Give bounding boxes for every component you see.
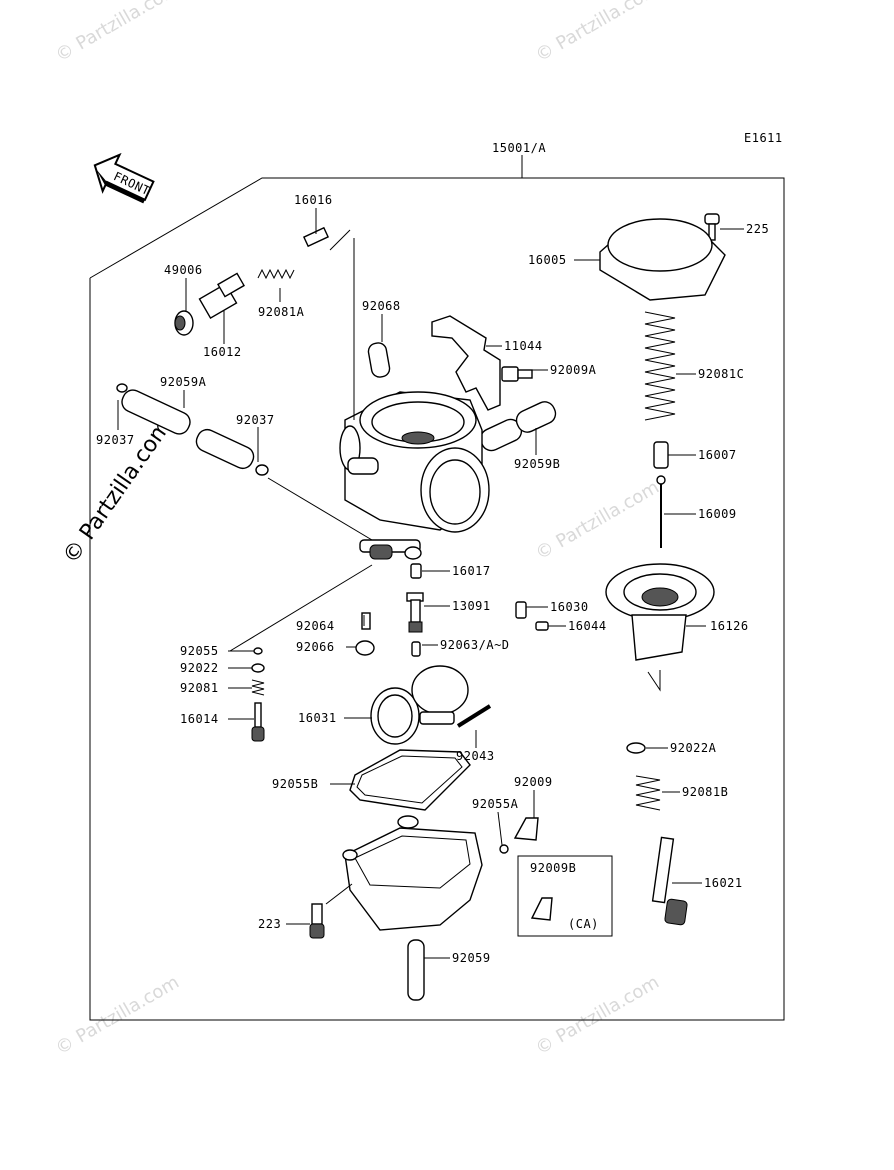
part-label: 92022 xyxy=(180,661,219,675)
part-label: 92059 xyxy=(452,951,491,965)
part-label: 92037 xyxy=(236,413,275,427)
watermark-tile: © Partzilla.com xyxy=(532,477,663,565)
kit-box: 92009B (CA) xyxy=(517,855,613,937)
part-label: 16030 xyxy=(550,600,589,614)
part-label: 92043 xyxy=(456,749,495,763)
kit-box-variant: (CA) xyxy=(568,917,599,931)
part-label: 92009A xyxy=(550,363,597,377)
figure-code: E1611 xyxy=(744,131,783,145)
part-label: 92081C xyxy=(698,367,744,381)
watermark-tile: © Partzilla.com xyxy=(532,972,663,1060)
part-label: 92022A xyxy=(670,741,717,755)
part-label: 11044 xyxy=(504,339,543,353)
part-label: 16017 xyxy=(452,564,491,578)
part-label: 16016 xyxy=(294,193,333,207)
part-label: 92068 xyxy=(362,299,401,313)
part-label: 92055 xyxy=(180,644,219,658)
part-label: 13091 xyxy=(452,599,491,613)
leader-lines xyxy=(117,208,744,959)
part-label: 92064 xyxy=(296,619,335,633)
part-label: 16012 xyxy=(203,345,242,359)
part-label: 92063/A~D xyxy=(440,638,510,652)
carburetor-body xyxy=(267,238,490,560)
part-label: 16044 xyxy=(568,619,607,633)
front-arrow: FRONT xyxy=(93,152,155,204)
part-label: 225 xyxy=(746,222,769,236)
assembly-frame: 15001/A xyxy=(89,141,785,1021)
part-label: 16021 xyxy=(704,876,743,890)
part-label: 16005 xyxy=(528,253,567,267)
part-label: 92059B xyxy=(514,457,560,471)
pilot-screw-16016 xyxy=(302,226,351,251)
part-shapes xyxy=(116,213,726,1001)
part-label: 92055B xyxy=(272,777,318,791)
watermark-tile: © Partzilla.com xyxy=(52,972,183,1060)
float-bowl xyxy=(342,815,483,931)
part-label: 223 xyxy=(258,917,281,931)
part-labels: 16016 49006 92081A 16012 92068 11044 920… xyxy=(96,193,769,965)
part-label: 92037 xyxy=(96,433,135,447)
part-label: 16126 xyxy=(710,619,749,633)
part-label: 16009 xyxy=(698,507,737,521)
part-label: 16031 xyxy=(298,711,337,725)
part-label: 92081A xyxy=(258,305,305,319)
assembly-label: 15001/A xyxy=(492,141,546,155)
watermark-tile: © Partzilla.com xyxy=(532,0,663,66)
part-label: 16007 xyxy=(698,448,737,462)
part-label: 92059A xyxy=(160,375,207,389)
kit-box-part: 92009B xyxy=(530,861,576,875)
part-label: 92066 xyxy=(296,640,335,654)
part-label: 49006 xyxy=(164,263,203,277)
part-label: 92055A xyxy=(472,797,519,811)
part-label: 16014 xyxy=(180,712,219,726)
part-label: 92081 xyxy=(180,681,219,695)
part-label: 92081B xyxy=(682,785,728,799)
part-label: 92009 xyxy=(514,775,553,789)
watermark-tile: © Partzilla.com xyxy=(52,0,183,66)
